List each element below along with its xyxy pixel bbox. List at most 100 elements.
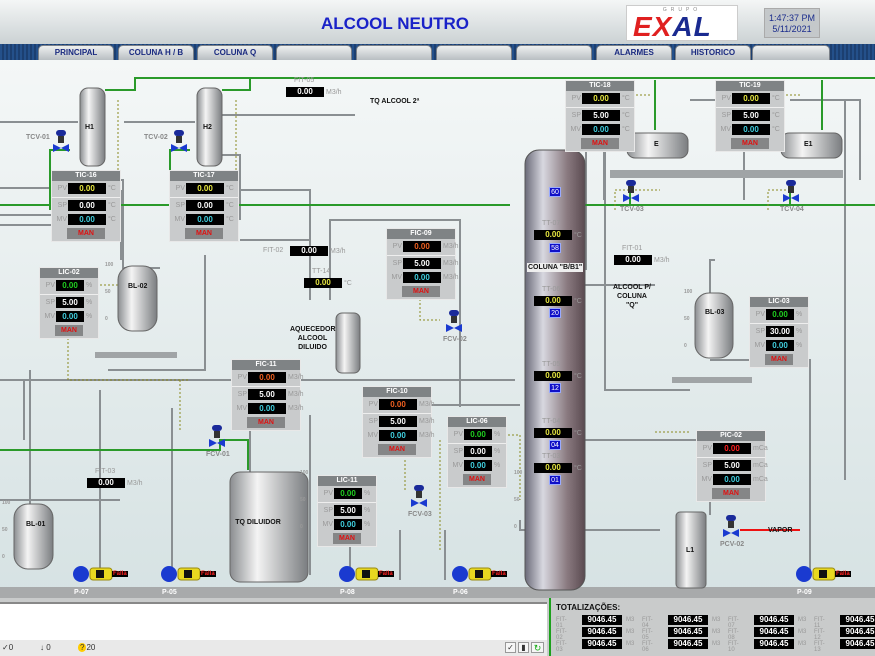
mode-button[interactable]: MAN bbox=[67, 228, 105, 239]
sp-input[interactable]: 5.00 bbox=[732, 110, 770, 121]
sp-unit: % bbox=[364, 507, 371, 514]
sp-label: SP bbox=[45, 299, 55, 306]
mv-input[interactable]: 0.00 bbox=[68, 214, 106, 225]
sp-input[interactable]: 5.00 bbox=[403, 258, 441, 269]
indicator-tag: FIT-01 bbox=[622, 245, 643, 252]
ack-button-icon[interactable]: ✓ bbox=[505, 642, 516, 653]
mv-label: MV bbox=[322, 521, 334, 528]
control-valve-fcv-03[interactable] bbox=[410, 485, 428, 509]
tab-historico[interactable]: HISTORICO bbox=[675, 45, 751, 60]
tab-coluna-q[interactable]: COLUNA Q bbox=[197, 45, 273, 60]
mv-input[interactable]: 0.00 bbox=[56, 311, 84, 322]
control-valve-tcv-04[interactable] bbox=[782, 180, 800, 204]
tab-principal[interactable]: PRINCIPAL bbox=[38, 45, 114, 60]
mode-button[interactable]: MAN bbox=[55, 325, 83, 336]
valve-icon bbox=[209, 425, 225, 447]
mv-input[interactable]: 0.00 bbox=[186, 214, 224, 225]
indicator-unit: °C bbox=[574, 373, 582, 380]
pump-p-08[interactable] bbox=[338, 562, 388, 584]
faceplate-tag: LIC-02 bbox=[40, 268, 98, 278]
tab-alarmes[interactable]: ALARMES bbox=[596, 45, 672, 60]
control-valve-pcv-02[interactable] bbox=[722, 515, 740, 539]
pump-p-06[interactable] bbox=[451, 562, 501, 584]
alarm-list[interactable] bbox=[0, 602, 547, 640]
mode-button[interactable]: MAN bbox=[247, 417, 285, 428]
sp-unit: M3/h bbox=[419, 418, 435, 425]
pv-label: PV bbox=[392, 243, 402, 250]
pump-p-09[interactable] bbox=[795, 562, 845, 584]
scale-label: 50 bbox=[2, 527, 8, 533]
mode-button[interactable]: MAN bbox=[333, 533, 361, 544]
sp-label: SP bbox=[755, 328, 765, 335]
sp-input[interactable]: 0.00 bbox=[186, 200, 224, 211]
scale-label: 0 bbox=[684, 343, 687, 349]
control-valve-fcv-01[interactable] bbox=[208, 425, 226, 449]
mv-input[interactable]: 0.00 bbox=[248, 403, 286, 414]
sp-input[interactable]: 5.00 bbox=[379, 416, 417, 427]
page-title: ALCOOL NEUTRO bbox=[321, 14, 469, 33]
control-valve-tcv-01[interactable] bbox=[52, 130, 70, 154]
green-pipe bbox=[0, 439, 249, 470]
sp-input[interactable]: 5.00 bbox=[582, 110, 620, 121]
mode-button[interactable]: MAN bbox=[185, 228, 223, 239]
sp-input[interactable]: 30.00 bbox=[766, 326, 794, 337]
tab-coluna-h-b[interactable]: COLUNA H / B bbox=[118, 45, 194, 60]
mv-input[interactable]: 0.00 bbox=[732, 124, 770, 135]
pv-value: 0.00 bbox=[186, 183, 224, 194]
sp-input[interactable]: 5.00 bbox=[713, 460, 751, 471]
valve-tag: FCV-03 bbox=[408, 511, 432, 518]
mv-input[interactable]: 0.00 bbox=[334, 519, 362, 530]
mv-input[interactable]: 0.00 bbox=[582, 124, 620, 135]
pump-icon bbox=[339, 566, 379, 582]
tab-empty-6[interactable] bbox=[516, 45, 592, 60]
control-valve-tcv-02[interactable] bbox=[170, 130, 188, 154]
mv-input[interactable]: 0.00 bbox=[464, 460, 492, 471]
sp-input[interactable]: 0.00 bbox=[68, 200, 106, 211]
control-valve-tcv-03[interactable] bbox=[622, 180, 640, 204]
pump-p-05[interactable] bbox=[160, 562, 210, 584]
mode-button[interactable]: MAN bbox=[378, 444, 416, 455]
mv-unit: % bbox=[86, 313, 93, 320]
silence-button-icon[interactable]: ▮ bbox=[518, 642, 529, 653]
refresh-icon[interactable]: ↻ bbox=[531, 642, 544, 653]
mode-button[interactable]: MAN bbox=[731, 138, 769, 149]
mv-unit: mCa bbox=[753, 476, 768, 483]
scale-label: 50 bbox=[684, 316, 690, 322]
mv-input[interactable]: 0.00 bbox=[766, 340, 794, 351]
sp-input[interactable]: 5.00 bbox=[248, 389, 286, 400]
mode-button[interactable]: MAN bbox=[463, 474, 491, 485]
tab-empty-5[interactable] bbox=[436, 45, 512, 60]
mode-button[interactable]: MAN bbox=[712, 488, 750, 499]
mode-button[interactable]: MAN bbox=[765, 354, 793, 365]
mv-input[interactable]: 0.00 bbox=[403, 272, 441, 283]
scale-label: 50 bbox=[300, 497, 306, 503]
mode-button[interactable]: MAN bbox=[581, 138, 619, 149]
control-valve-fcv-02[interactable] bbox=[445, 310, 463, 334]
mv-input[interactable]: 0.00 bbox=[379, 430, 417, 441]
mode-button[interactable]: MAN bbox=[402, 286, 440, 297]
tab-empty-4[interactable] bbox=[356, 45, 432, 60]
label-l1: L1 bbox=[686, 547, 695, 554]
sp-input[interactable]: 5.00 bbox=[56, 297, 84, 308]
mv-input[interactable]: 0.00 bbox=[713, 474, 751, 485]
indicator-tag: TT-06 bbox=[542, 286, 561, 293]
tab-empty-3[interactable] bbox=[276, 45, 352, 60]
faceplate-tag: TIC-17 bbox=[170, 171, 238, 181]
sp-input[interactable]: 5.00 bbox=[334, 505, 362, 516]
sp-input[interactable]: 0.00 bbox=[464, 446, 492, 457]
tab-empty-9[interactable] bbox=[752, 45, 830, 60]
pv-unit: °C bbox=[226, 185, 234, 192]
platform bbox=[672, 377, 752, 383]
